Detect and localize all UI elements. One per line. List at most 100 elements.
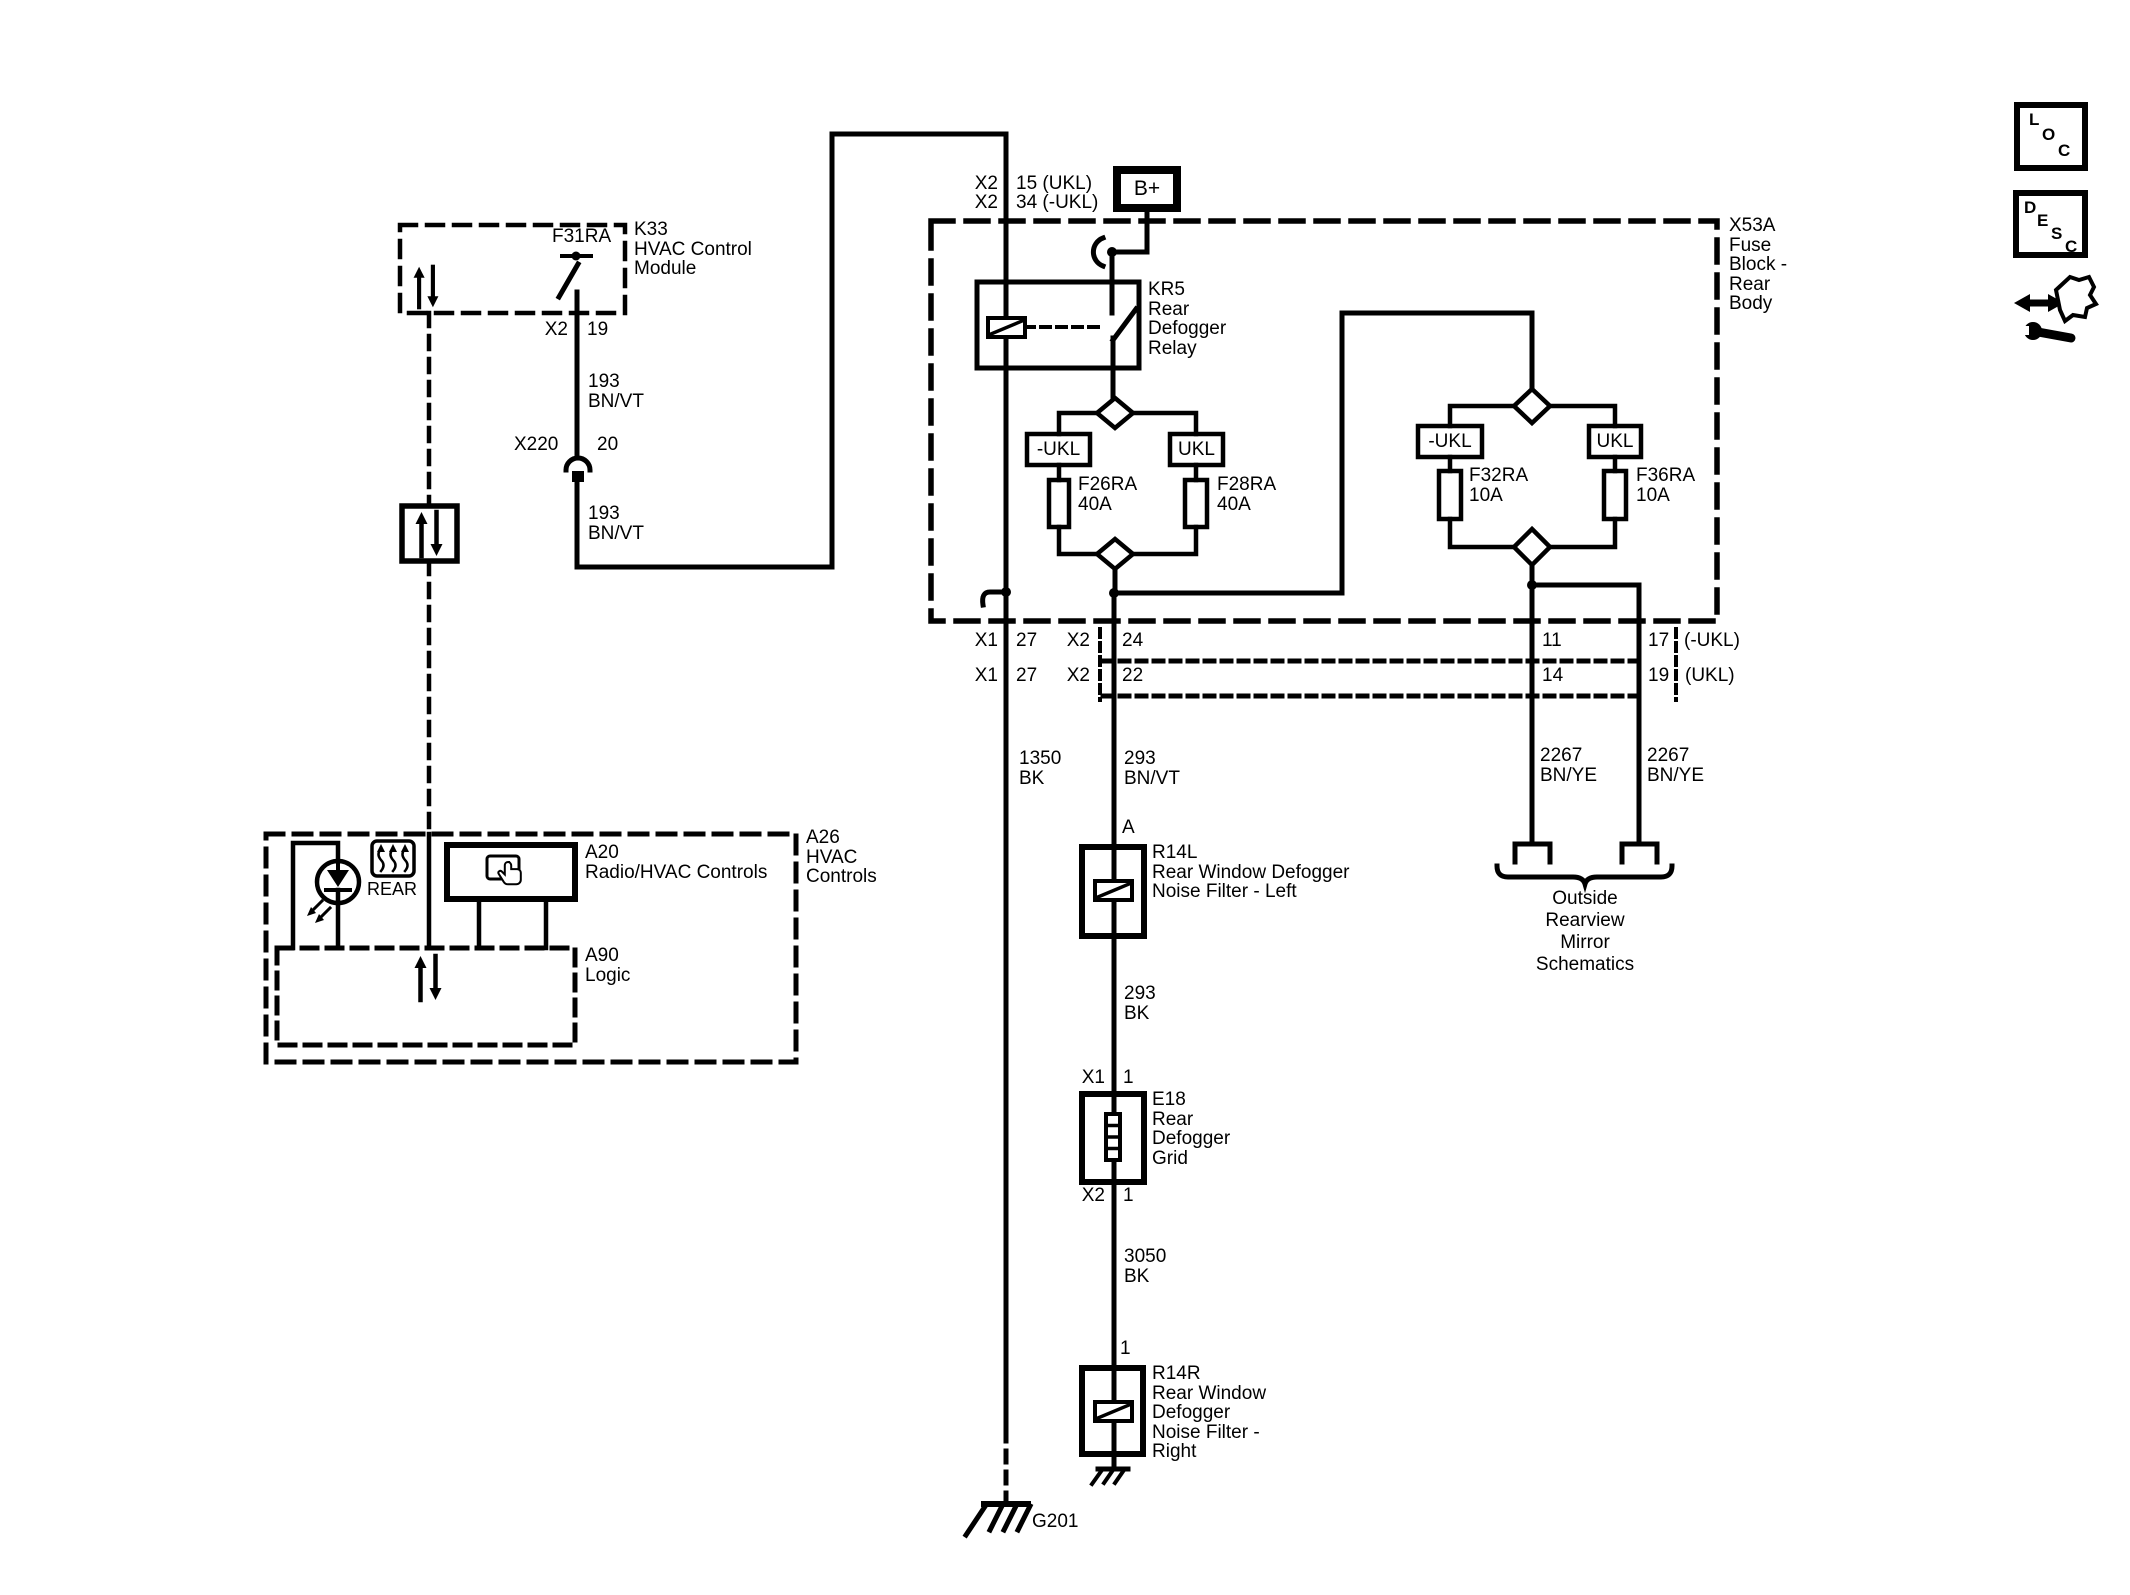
- a20-label: A20 Radio/HVAC Controls: [585, 842, 768, 883]
- fuse-label: F36RA 10A: [1636, 465, 1696, 506]
- a26-box: [263, 831, 799, 1065]
- desc-letter: D: [2024, 198, 2037, 217]
- pin-label: 19: [587, 319, 609, 340]
- variant-tag: -UKL: [1036, 439, 1081, 460]
- f31ra-switch-symbol: [555, 251, 593, 301]
- brace-icon: [1494, 863, 1675, 894]
- pin-label: 11: [1542, 630, 1562, 651]
- wire-label-293-bnvt: 293 BN/VT: [1124, 748, 1180, 789]
- clip-icon: [980, 589, 1009, 608]
- r14l-label: R14L Rear Window Defogger Noise Filter -…: [1152, 842, 1350, 902]
- fuse-label: F26RA 40A: [1078, 474, 1138, 515]
- f31ra-label: F31RA: [552, 226, 612, 247]
- e18-label: E18 Rear Defogger Grid: [1152, 1089, 1231, 1169]
- loc-icon: [2014, 102, 2088, 171]
- conn-label: X1: [974, 630, 998, 651]
- wire-label-2267-bnye: 2267 BN/YE: [1647, 745, 1705, 786]
- led-indicator-icon: [290, 840, 362, 951]
- x53a-label: X53A Fuse Block - Rear Body: [1729, 215, 1788, 314]
- r14l-component: [1079, 844, 1147, 939]
- diagnostic-icon: [2014, 274, 2099, 343]
- fuse-f28ra-symbol: [1182, 477, 1210, 530]
- a90-label: A90 Logic: [585, 945, 631, 986]
- loc-letter: L: [2029, 110, 2040, 129]
- k33-a26-link: [399, 310, 460, 837]
- r14r-component: [1079, 1365, 1146, 1487]
- loc-letter: O: [2042, 125, 2056, 144]
- kr5-relay: [974, 279, 1142, 401]
- a26-label: A26 HVAC Controls: [806, 827, 877, 887]
- fuse-label: F28RA 40A: [1217, 474, 1277, 515]
- fuse-pair-defogger: [1024, 395, 1226, 572]
- touch-icon: [485, 854, 522, 886]
- wire-label-3050-bk: 3050 BK: [1124, 1246, 1167, 1287]
- offpage-terminal-icon: [1619, 841, 1660, 865]
- conn-label: X2: [1066, 665, 1090, 686]
- updown-arrows-icon: [414, 267, 439, 307]
- fuse-label: F32RA 10A: [1469, 465, 1529, 506]
- ground-icon: [1089, 1466, 1131, 1487]
- mirror-output-wires: [1494, 562, 1675, 894]
- relay-switch-blade: [1109, 305, 1140, 344]
- loc-letter: C: [2058, 141, 2071, 160]
- a90-logic-box: [274, 945, 578, 1048]
- g201-label: G201: [1032, 1511, 1079, 1532]
- serial-data-box: [399, 503, 460, 564]
- pin-label: 20: [597, 434, 619, 455]
- k33-module-box: [397, 222, 628, 316]
- x220-connector-icon: [563, 455, 593, 473]
- wire-label-293-bk: 293 BK: [1124, 983, 1156, 1024]
- mirror-schematics-label: Outside Rearview Mirror Schematics: [1535, 888, 1635, 975]
- pin-label: 17: [1648, 630, 1670, 651]
- variant-tag: UKL: [1596, 431, 1634, 452]
- a20-box: [444, 842, 578, 951]
- k33-label: K33 HVAC Control Module: [634, 219, 752, 279]
- updown-arrows-icon: [415, 956, 442, 1000]
- variant-tag: (-UKL): [1684, 630, 1740, 651]
- pin-label: 15 (UKL): [1016, 173, 1093, 194]
- pin-label: 19: [1648, 665, 1670, 686]
- variant-tag: -UKL: [1428, 431, 1472, 452]
- desc-icon: [2013, 190, 2088, 258]
- x53a-fuse-block-box: [928, 218, 1720, 624]
- conn-label: X2: [974, 173, 998, 194]
- wire-label-193: 193 BN/VT: [588, 503, 644, 544]
- desc-letter: S: [2051, 224, 2063, 243]
- conn-label: X2: [1081, 1185, 1105, 1206]
- clip-icon: [1090, 234, 1107, 270]
- desc-letter: E: [2037, 211, 2049, 230]
- conn-label: X1: [974, 665, 998, 686]
- offpage-terminal-icon: [1512, 841, 1553, 865]
- conn-label: X2: [974, 192, 998, 213]
- kr5-label: KR5 Rear Defogger Relay: [1148, 279, 1227, 359]
- fuse-pair-mirrors: [1415, 385, 1644, 569]
- fuse-f32ra-symbol: [1436, 468, 1464, 522]
- conn-label: X1: [1081, 1067, 1105, 1088]
- pin-label: 34 (-UKL): [1016, 192, 1099, 213]
- relay-output-wires: [980, 310, 1535, 1472]
- x220-label: X220: [514, 434, 559, 455]
- wire-label-2267-bnye: 2267 BN/YE: [1540, 745, 1598, 786]
- variant-tag: (UKL): [1685, 665, 1735, 686]
- pin-label: 24: [1122, 630, 1144, 651]
- b-plus-label: B+: [1133, 177, 1161, 200]
- desc-letter: C: [2065, 237, 2078, 256]
- pin-label: 1: [1123, 1067, 1134, 1088]
- variant-merge-diamond: [1093, 536, 1137, 572]
- variant-merge-diamond: [1510, 525, 1554, 569]
- wire-label-193: 193 BN/VT: [588, 371, 644, 412]
- pin-label: 27: [1016, 665, 1038, 686]
- conn-label: X2: [1066, 630, 1090, 651]
- g201-ground-icon: [962, 1501, 1034, 1539]
- pin-label: 14: [1542, 665, 1564, 686]
- pin-label: 1: [1123, 1185, 1134, 1206]
- pin-label: 27: [1016, 630, 1038, 651]
- terminal-label: 1: [1120, 1338, 1131, 1359]
- corner-icons: [2013, 102, 2099, 343]
- rear-defog-button-icon: [370, 839, 416, 878]
- r14r-label: R14R Rear Window Defogger Noise Filter -…: [1152, 1363, 1267, 1462]
- rear-button-label: REAR: [366, 879, 417, 899]
- variant-split-diamond: [1093, 395, 1137, 431]
